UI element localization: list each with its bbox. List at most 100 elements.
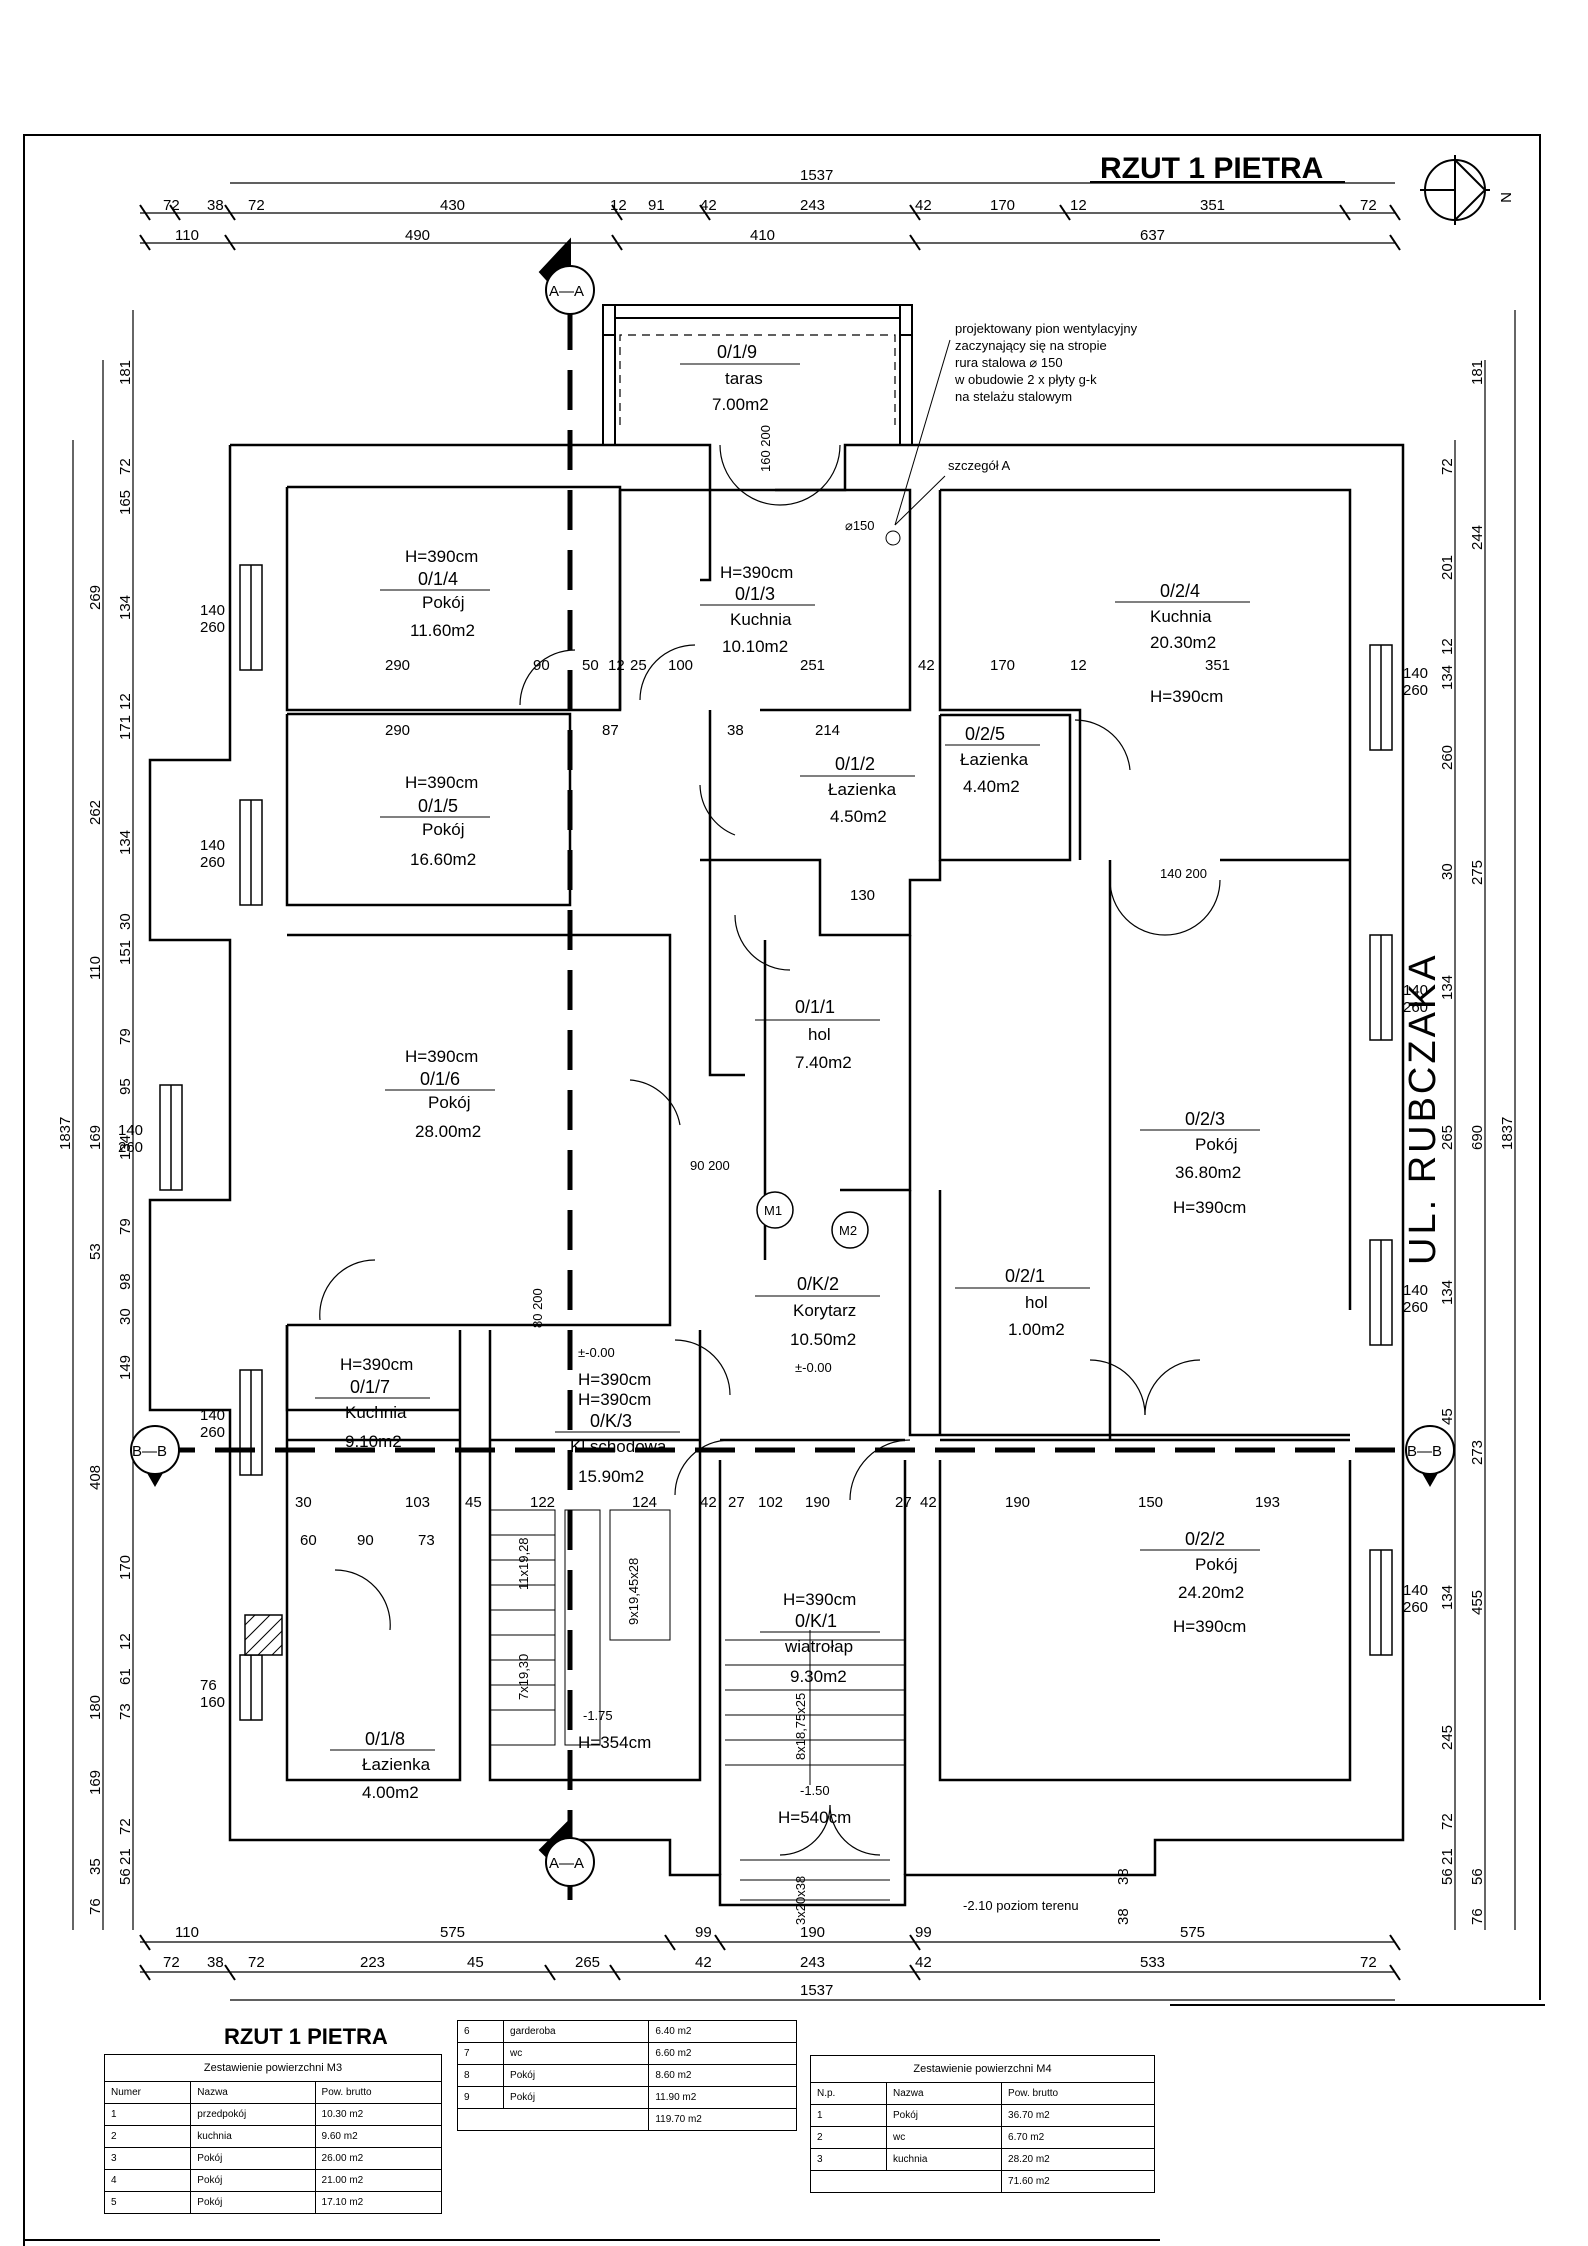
svg-text:50: 50 [582, 657, 599, 674]
table-m3-title: Zestawienie powierzchni M3 [104, 2054, 442, 2082]
svg-text:35: 35 [87, 1858, 104, 1875]
svg-text:wiatrołap: wiatrołap [784, 1637, 853, 1656]
svg-text:H=390cm: H=390cm [340, 1355, 413, 1374]
svg-text:H=540cm: H=540cm [778, 1808, 851, 1827]
svg-text:533: 533 [1140, 1954, 1165, 1971]
svg-text:1537: 1537 [800, 1982, 833, 1999]
svg-text:56: 56 [1469, 1868, 1486, 1885]
svg-text:110: 110 [175, 1924, 199, 1941]
svg-text:4.40m2: 4.40m2 [963, 777, 1020, 796]
room-0-1-5: H=390cm 0/1/5 Pokój 16.60m2 [380, 773, 490, 869]
svg-text:0/2/4: 0/2/4 [1160, 581, 1200, 601]
svg-text:190: 190 [800, 1924, 825, 1941]
svg-text:214: 214 [815, 722, 840, 739]
svg-text:243: 243 [800, 197, 825, 214]
svg-text:91: 91 [648, 197, 665, 214]
svg-text:36.80m2: 36.80m2 [1175, 1163, 1241, 1182]
svg-text:72: 72 [163, 197, 180, 214]
svg-text:0/1/9: 0/1/9 [717, 342, 757, 362]
svg-text:140 200: 140 200 [1160, 866, 1207, 881]
svg-text:244: 244 [1469, 525, 1486, 550]
svg-text:190: 190 [805, 1494, 830, 1511]
svg-text:21: 21 [117, 1848, 134, 1865]
table-m3-header: Nazwa [190, 2081, 316, 2104]
svg-text:0/K/3: 0/K/3 [590, 1411, 632, 1431]
svg-text:99: 99 [695, 1924, 712, 1941]
svg-text:637: 637 [1140, 227, 1165, 244]
table-m3-total: 119.70 m2 [648, 2108, 797, 2131]
svg-text:72: 72 [117, 458, 134, 475]
svg-text:Pokój: Pokój [422, 820, 465, 839]
svg-text:10.50m2: 10.50m2 [790, 1330, 856, 1349]
svg-text:na stelażu stalowym: na stelażu stalowym [955, 389, 1072, 404]
svg-text:w obudowie 2 x płyty g-k: w obudowie 2 x płyty g-k [954, 372, 1097, 387]
svg-text:Kuchnia: Kuchnia [730, 610, 792, 629]
svg-text:79: 79 [117, 1028, 134, 1045]
svg-text:28.00m2: 28.00m2 [415, 1122, 481, 1141]
area-table-m4: Zestawienie powierzchni M4 N.p. Nazwa Po… [809, 2055, 1155, 2193]
svg-text:351: 351 [1200, 197, 1225, 214]
svg-text:8x18,75x25: 8x18,75x25 [793, 1693, 808, 1760]
svg-text:151: 151 [117, 940, 134, 965]
svg-text:130: 130 [850, 887, 875, 904]
svg-text:12: 12 [117, 693, 134, 710]
room-0-1-3: H=390cm 0/1/3 Kuchnia 10.10m2 [700, 563, 815, 656]
svg-text:140: 140 [200, 1407, 225, 1424]
svg-text:9.30m2: 9.30m2 [790, 1667, 847, 1686]
svg-text:0/1/8: 0/1/8 [365, 1729, 405, 1749]
table-m4-header: N.p. [810, 2082, 887, 2105]
svg-text:12: 12 [117, 1633, 134, 1650]
svg-text:134: 134 [117, 595, 134, 620]
svg-text:273: 273 [1469, 1440, 1486, 1465]
svg-text:201: 201 [1439, 555, 1456, 580]
windows [159, 564, 1393, 1721]
svg-text:0/K/1: 0/K/1 [795, 1611, 837, 1631]
svg-text:95: 95 [117, 1078, 134, 1095]
svg-text:260: 260 [1403, 1299, 1428, 1316]
room-0-2-5: 0/2/5 Łazienka 4.40m2 [945, 724, 1040, 796]
svg-text:25: 25 [630, 657, 647, 674]
svg-text:351: 351 [1205, 657, 1230, 674]
table-total-row: 71.60 m2 [809, 2170, 1155, 2193]
dimension-lines [72, 182, 1516, 2001]
svg-text:0/1/5: 0/1/5 [418, 796, 458, 816]
svg-text:Pokój: Pokój [1195, 1555, 1238, 1574]
svg-text:12: 12 [1439, 638, 1456, 655]
section-label-aa-top: A—A [549, 283, 584, 300]
svg-text:7.40m2: 7.40m2 [795, 1053, 852, 1072]
svg-text:42: 42 [915, 197, 932, 214]
table-m4-header: Nazwa [885, 2082, 1003, 2105]
svg-text:171: 171 [117, 715, 134, 740]
svg-text:76: 76 [87, 1898, 104, 1915]
room-0-2-4: H=390cm 0/2/4 Kuchnia 20.30m2 [1115, 581, 1250, 706]
svg-text:21: 21 [1439, 1848, 1456, 1865]
svg-text:38: 38 [207, 1954, 224, 1971]
svg-text:H=354cm: H=354cm [578, 1733, 651, 1752]
svg-text:140: 140 [1403, 1582, 1428, 1599]
svg-text:-1.50: -1.50 [800, 1783, 830, 1798]
svg-text:170: 170 [990, 197, 1015, 214]
svg-text:0/2/3: 0/2/3 [1185, 1109, 1225, 1129]
svg-text:rura stalowa ⌀ 150: rura stalowa ⌀ 150 [955, 355, 1063, 370]
svg-text:260: 260 [200, 854, 225, 871]
summary-title: RZUT 1 PIETRA [224, 2024, 388, 2049]
svg-text:45: 45 [465, 1494, 482, 1511]
svg-text:56: 56 [1439, 1868, 1456, 1885]
svg-text:12: 12 [608, 657, 625, 674]
svg-text:Łazienka: Łazienka [362, 1755, 431, 1774]
svg-text:0/1/4: 0/1/4 [418, 569, 458, 589]
svg-text:90: 90 [357, 1532, 374, 1549]
svg-text:Pokój: Pokój [422, 593, 465, 612]
svg-text:38: 38 [207, 197, 224, 214]
svg-text:H=390cm: H=390cm [783, 1590, 856, 1609]
room-0-1-4: H=390cm 0/1/4 Pokój 11.60m2 [380, 547, 490, 640]
svg-text:7x19,30: 7x19,30 [516, 1654, 531, 1700]
svg-text:260: 260 [200, 619, 225, 636]
svg-text:160 200: 160 200 [758, 425, 773, 472]
svg-text:690: 690 [1469, 1125, 1486, 1150]
outer-walls [148, 443, 1405, 1907]
svg-text:zaczynający się na stropie: zaczynający się na stropie [955, 338, 1107, 353]
chimney-block [244, 1614, 283, 1656]
table-m3-header: Numer [103, 2081, 192, 2104]
